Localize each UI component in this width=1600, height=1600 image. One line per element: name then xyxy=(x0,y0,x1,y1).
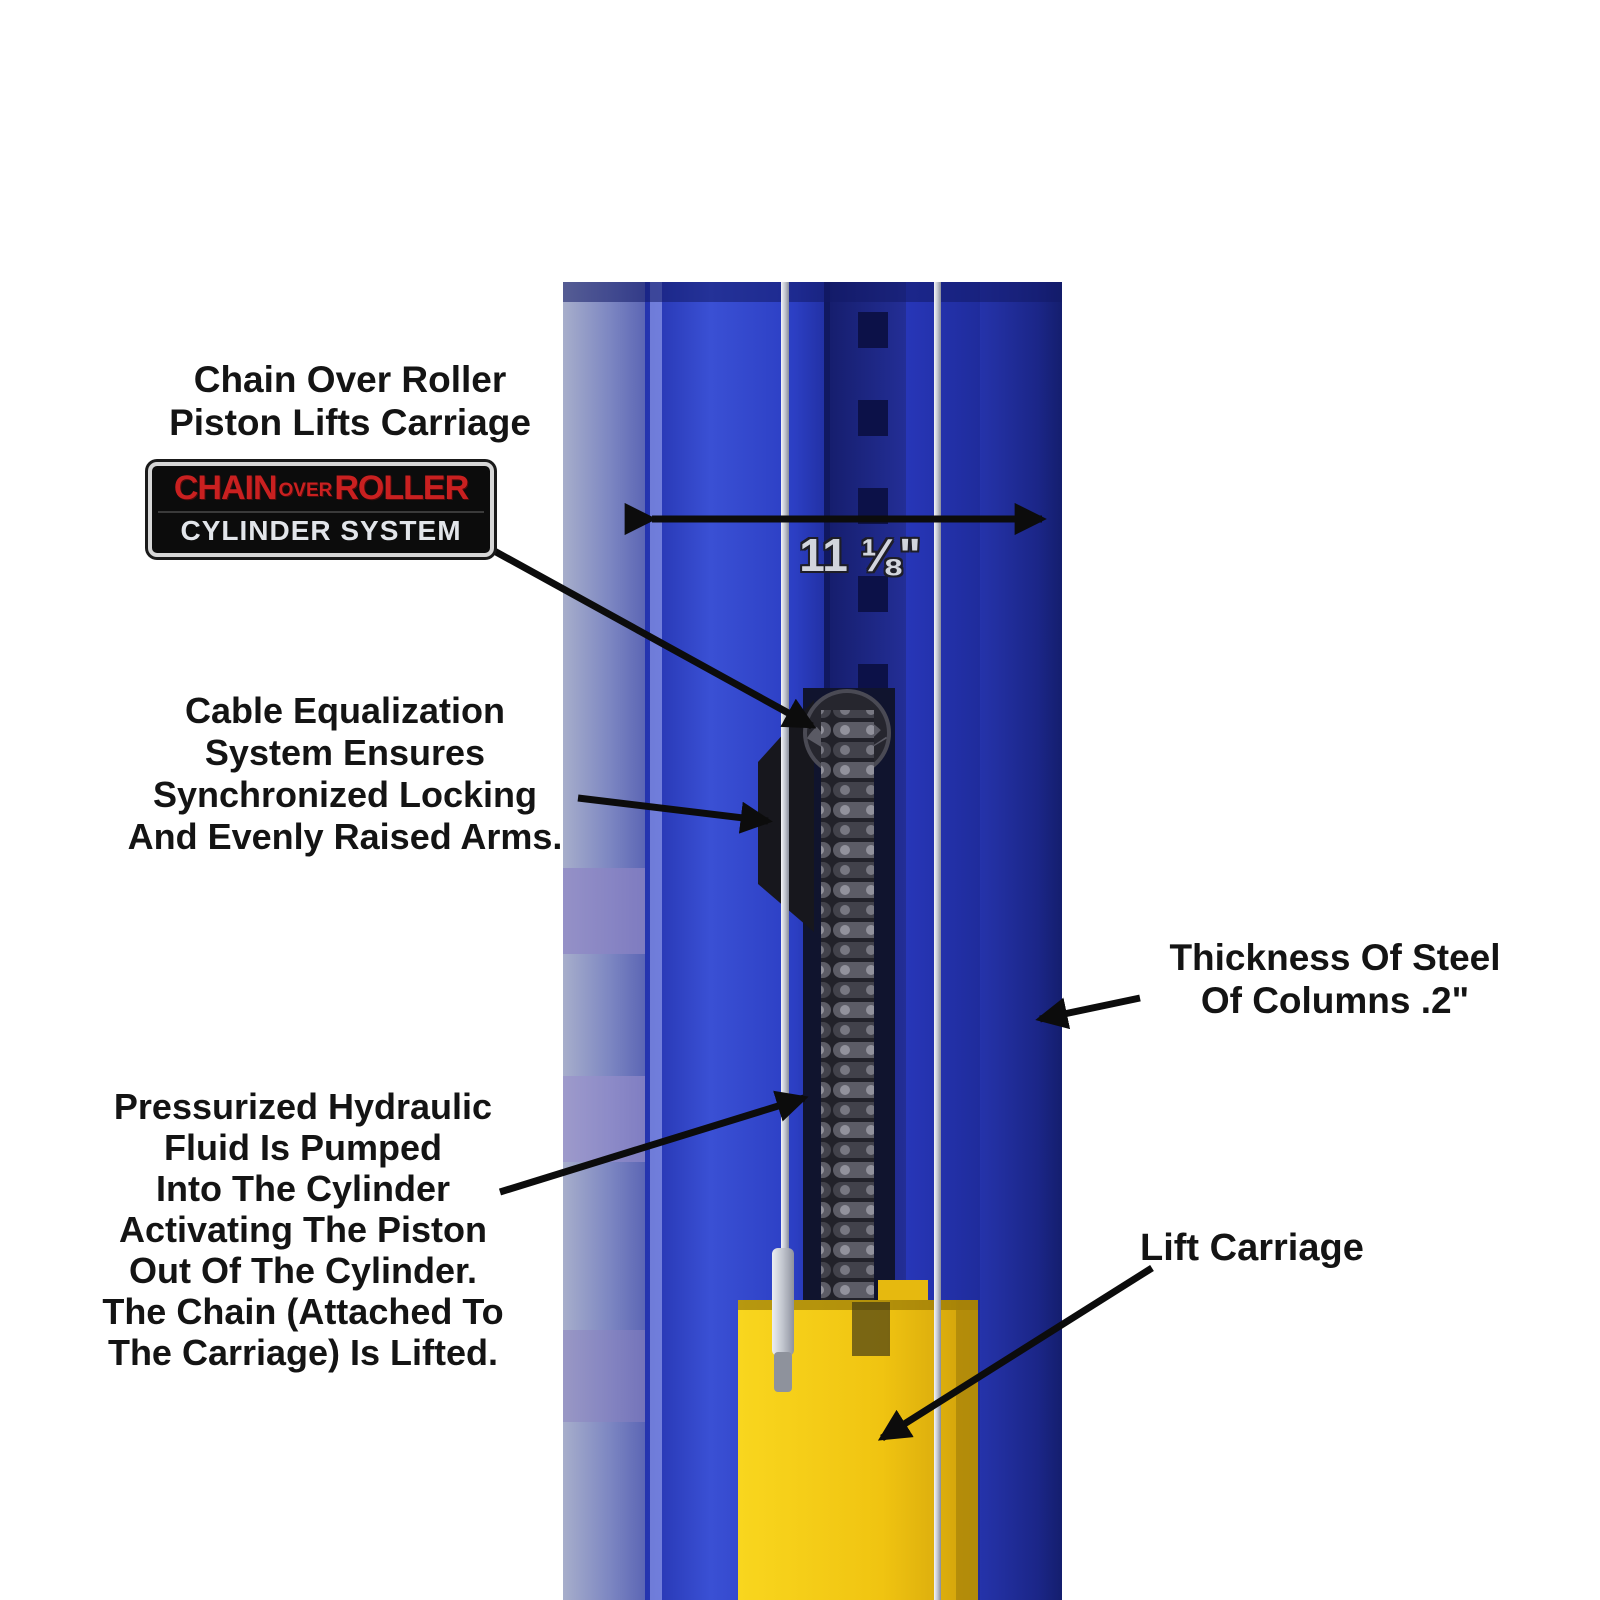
label-line: Synchronized Locking xyxy=(152,774,538,815)
arrow-steel-thickness xyxy=(1035,994,1141,1030)
chain xyxy=(821,710,874,1350)
piston-rod xyxy=(772,1248,794,1392)
lock-notch xyxy=(858,312,888,348)
arrow-chain-over-roller xyxy=(476,538,817,730)
badge-subtitle: CYLINDER SYSTEM xyxy=(158,511,484,547)
column-top-edge xyxy=(563,282,1062,302)
carriage-side-shade xyxy=(956,1300,978,1600)
label-steel-thickness: Thickness Of Steel Of Columns .2" xyxy=(1120,936,1550,1022)
label-line: Pressurized Hydraulic xyxy=(113,1086,493,1127)
piston-rod-upper xyxy=(772,1248,794,1356)
label-line: Chain Over Roller xyxy=(193,359,507,400)
label-line: Fluid Is Pumped xyxy=(163,1127,442,1168)
label-line: Out Of The Cylinder. xyxy=(128,1250,478,1291)
width-measurement-label: 11 ⅛" xyxy=(799,529,921,581)
label-line: Thickness Of Steel xyxy=(1169,937,1501,978)
label-line: Lift Carriage xyxy=(1140,1227,1364,1269)
reflection-band xyxy=(563,1330,647,1422)
edge-highlight xyxy=(650,282,662,1600)
label-cable-equalization: Cable Equalization System Ensures Synchr… xyxy=(85,690,605,858)
column-outer-right-face xyxy=(980,282,1062,1600)
label-line: Activating The Piston xyxy=(118,1209,488,1250)
label-lift-carriage: Lift Carriage xyxy=(1140,1226,1440,1270)
lock-notch xyxy=(858,400,888,436)
label-chain-over-roller: Chain Over Roller Piston Lifts Carriage xyxy=(110,358,590,444)
label-line: The Carriage) Is Lifted. xyxy=(107,1332,499,1373)
carriage-chain-slot xyxy=(852,1302,890,1356)
arrow-lift-carriage xyxy=(877,1265,1154,1441)
badge-word-chain: CHAIN xyxy=(173,469,278,507)
equalization-cable-left xyxy=(781,282,789,1252)
label-line: System Ensures xyxy=(204,732,486,773)
label-line: Piston Lifts Carriage xyxy=(169,402,531,443)
arrow-pressurized-fluid xyxy=(498,1090,809,1196)
equalization-cable-right xyxy=(934,282,941,1600)
label-line: Of Columns .2" xyxy=(1200,980,1470,1021)
reflection-band xyxy=(563,868,647,954)
label-pressurized-fluid: Pressurized Hydraulic Fluid Is Pumped In… xyxy=(48,1086,558,1373)
piston-rod-lower xyxy=(774,1352,792,1392)
badge-word-roller: ROLLER xyxy=(334,469,469,507)
badge-word-over: OVER xyxy=(278,480,333,501)
label-line: Cable Equalization xyxy=(184,690,506,731)
annotation-arrows xyxy=(476,502,1154,1441)
arrow-cable-equalization xyxy=(577,794,773,834)
label-line: The Chain (Attached To xyxy=(102,1291,504,1332)
label-line: And Evenly Raised Arms. xyxy=(127,816,563,857)
label-line: Into The Cylinder xyxy=(155,1168,450,1209)
lock-notch xyxy=(858,576,888,612)
